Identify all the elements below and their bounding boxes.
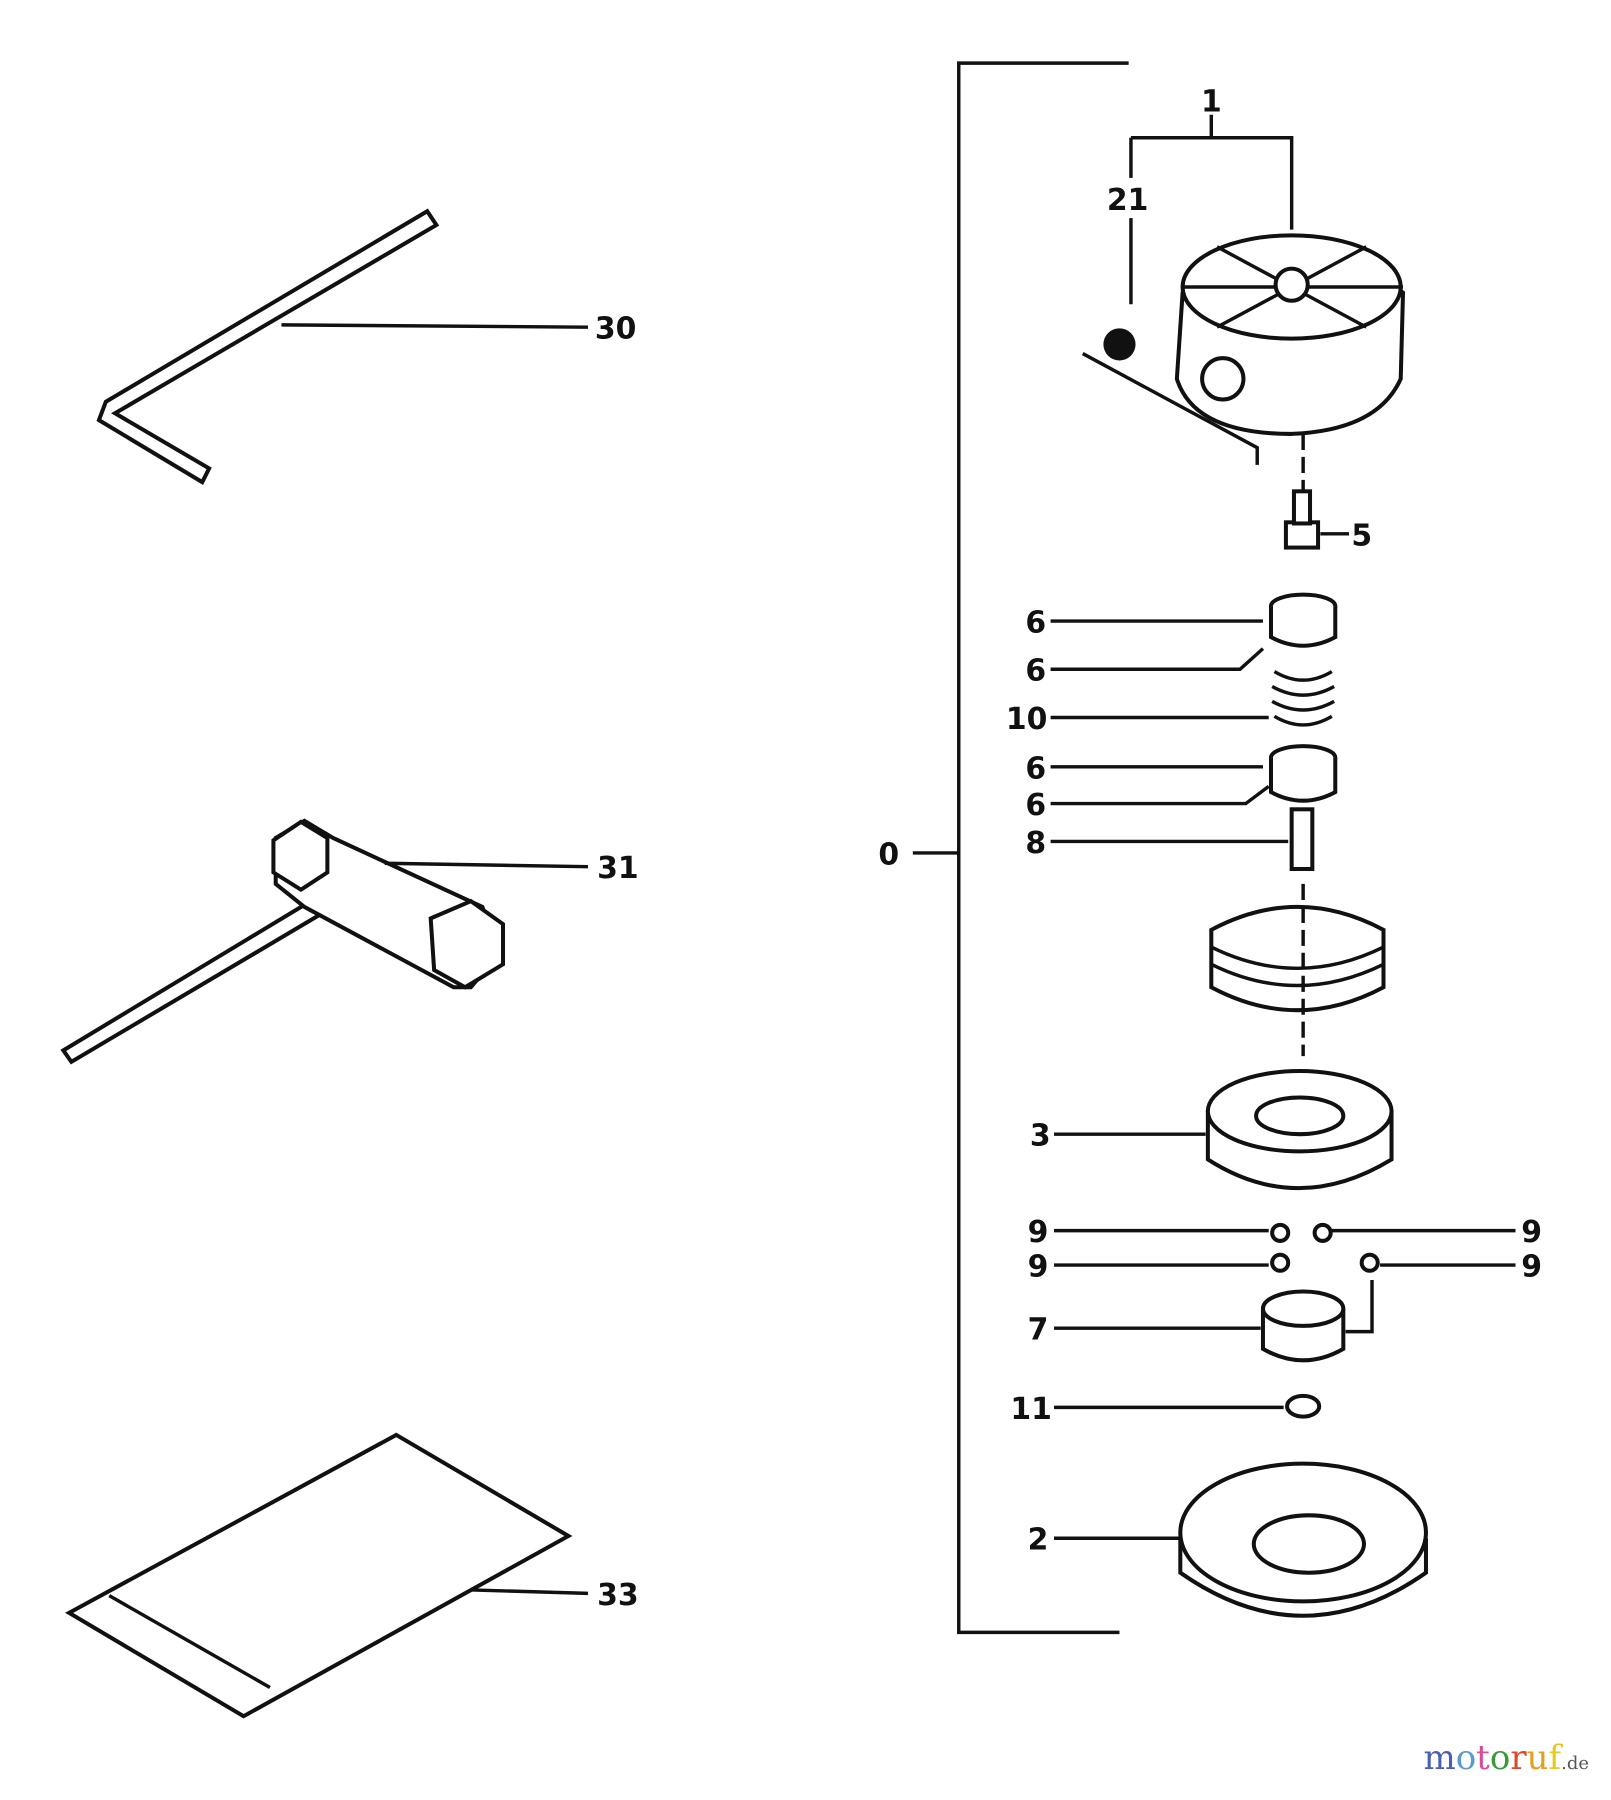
balls bbox=[1270, 1222, 1380, 1273]
callout-6b: 6 bbox=[1025, 654, 1046, 689]
callout-30: 30 bbox=[595, 312, 637, 347]
leader-31 bbox=[384, 861, 588, 869]
base bbox=[1178, 1461, 1428, 1618]
callout-3: 3 bbox=[1030, 1119, 1051, 1154]
callout-0: 0 bbox=[878, 837, 899, 872]
screw bbox=[1283, 489, 1321, 550]
spark-plug-wrench bbox=[60, 818, 506, 1065]
callout-6c: 6 bbox=[1025, 751, 1046, 786]
ratchet bbox=[1260, 1279, 1374, 1363]
callout-1: 1 bbox=[1201, 84, 1222, 119]
callout-9d: 9 bbox=[1521, 1250, 1542, 1285]
callout-11: 11 bbox=[1010, 1392, 1052, 1427]
callout-6d: 6 bbox=[1025, 788, 1046, 823]
leader-30 bbox=[281, 323, 588, 329]
manual-envelope bbox=[65, 1432, 573, 1719]
washers-and-spring bbox=[1268, 592, 1338, 872]
spool-housing bbox=[1209, 883, 1386, 1057]
callout-9a: 9 bbox=[1028, 1215, 1049, 1250]
hex-key bbox=[96, 208, 440, 485]
leader-33 bbox=[470, 1588, 589, 1596]
watermark-logo: motoruf.de bbox=[1423, 1738, 1589, 1778]
callout-7: 7 bbox=[1028, 1313, 1049, 1348]
assembly-bracket bbox=[957, 61, 1129, 1635]
callout-33: 33 bbox=[597, 1578, 639, 1613]
callout-9b: 9 bbox=[1521, 1215, 1542, 1250]
callout-10: 10 bbox=[1006, 702, 1048, 737]
callout-9c: 9 bbox=[1028, 1250, 1049, 1285]
callout-6a: 6 bbox=[1025, 606, 1046, 641]
washer bbox=[1285, 1393, 1322, 1419]
callout-2: 2 bbox=[1028, 1523, 1049, 1558]
callout-21: 21 bbox=[1107, 183, 1149, 218]
trimmer-head-cover bbox=[1081, 233, 1406, 523]
callout-31: 31 bbox=[597, 851, 639, 886]
callout-5: 5 bbox=[1351, 518, 1372, 553]
spool bbox=[1205, 1069, 1394, 1191]
callout-8: 8 bbox=[1025, 826, 1046, 861]
